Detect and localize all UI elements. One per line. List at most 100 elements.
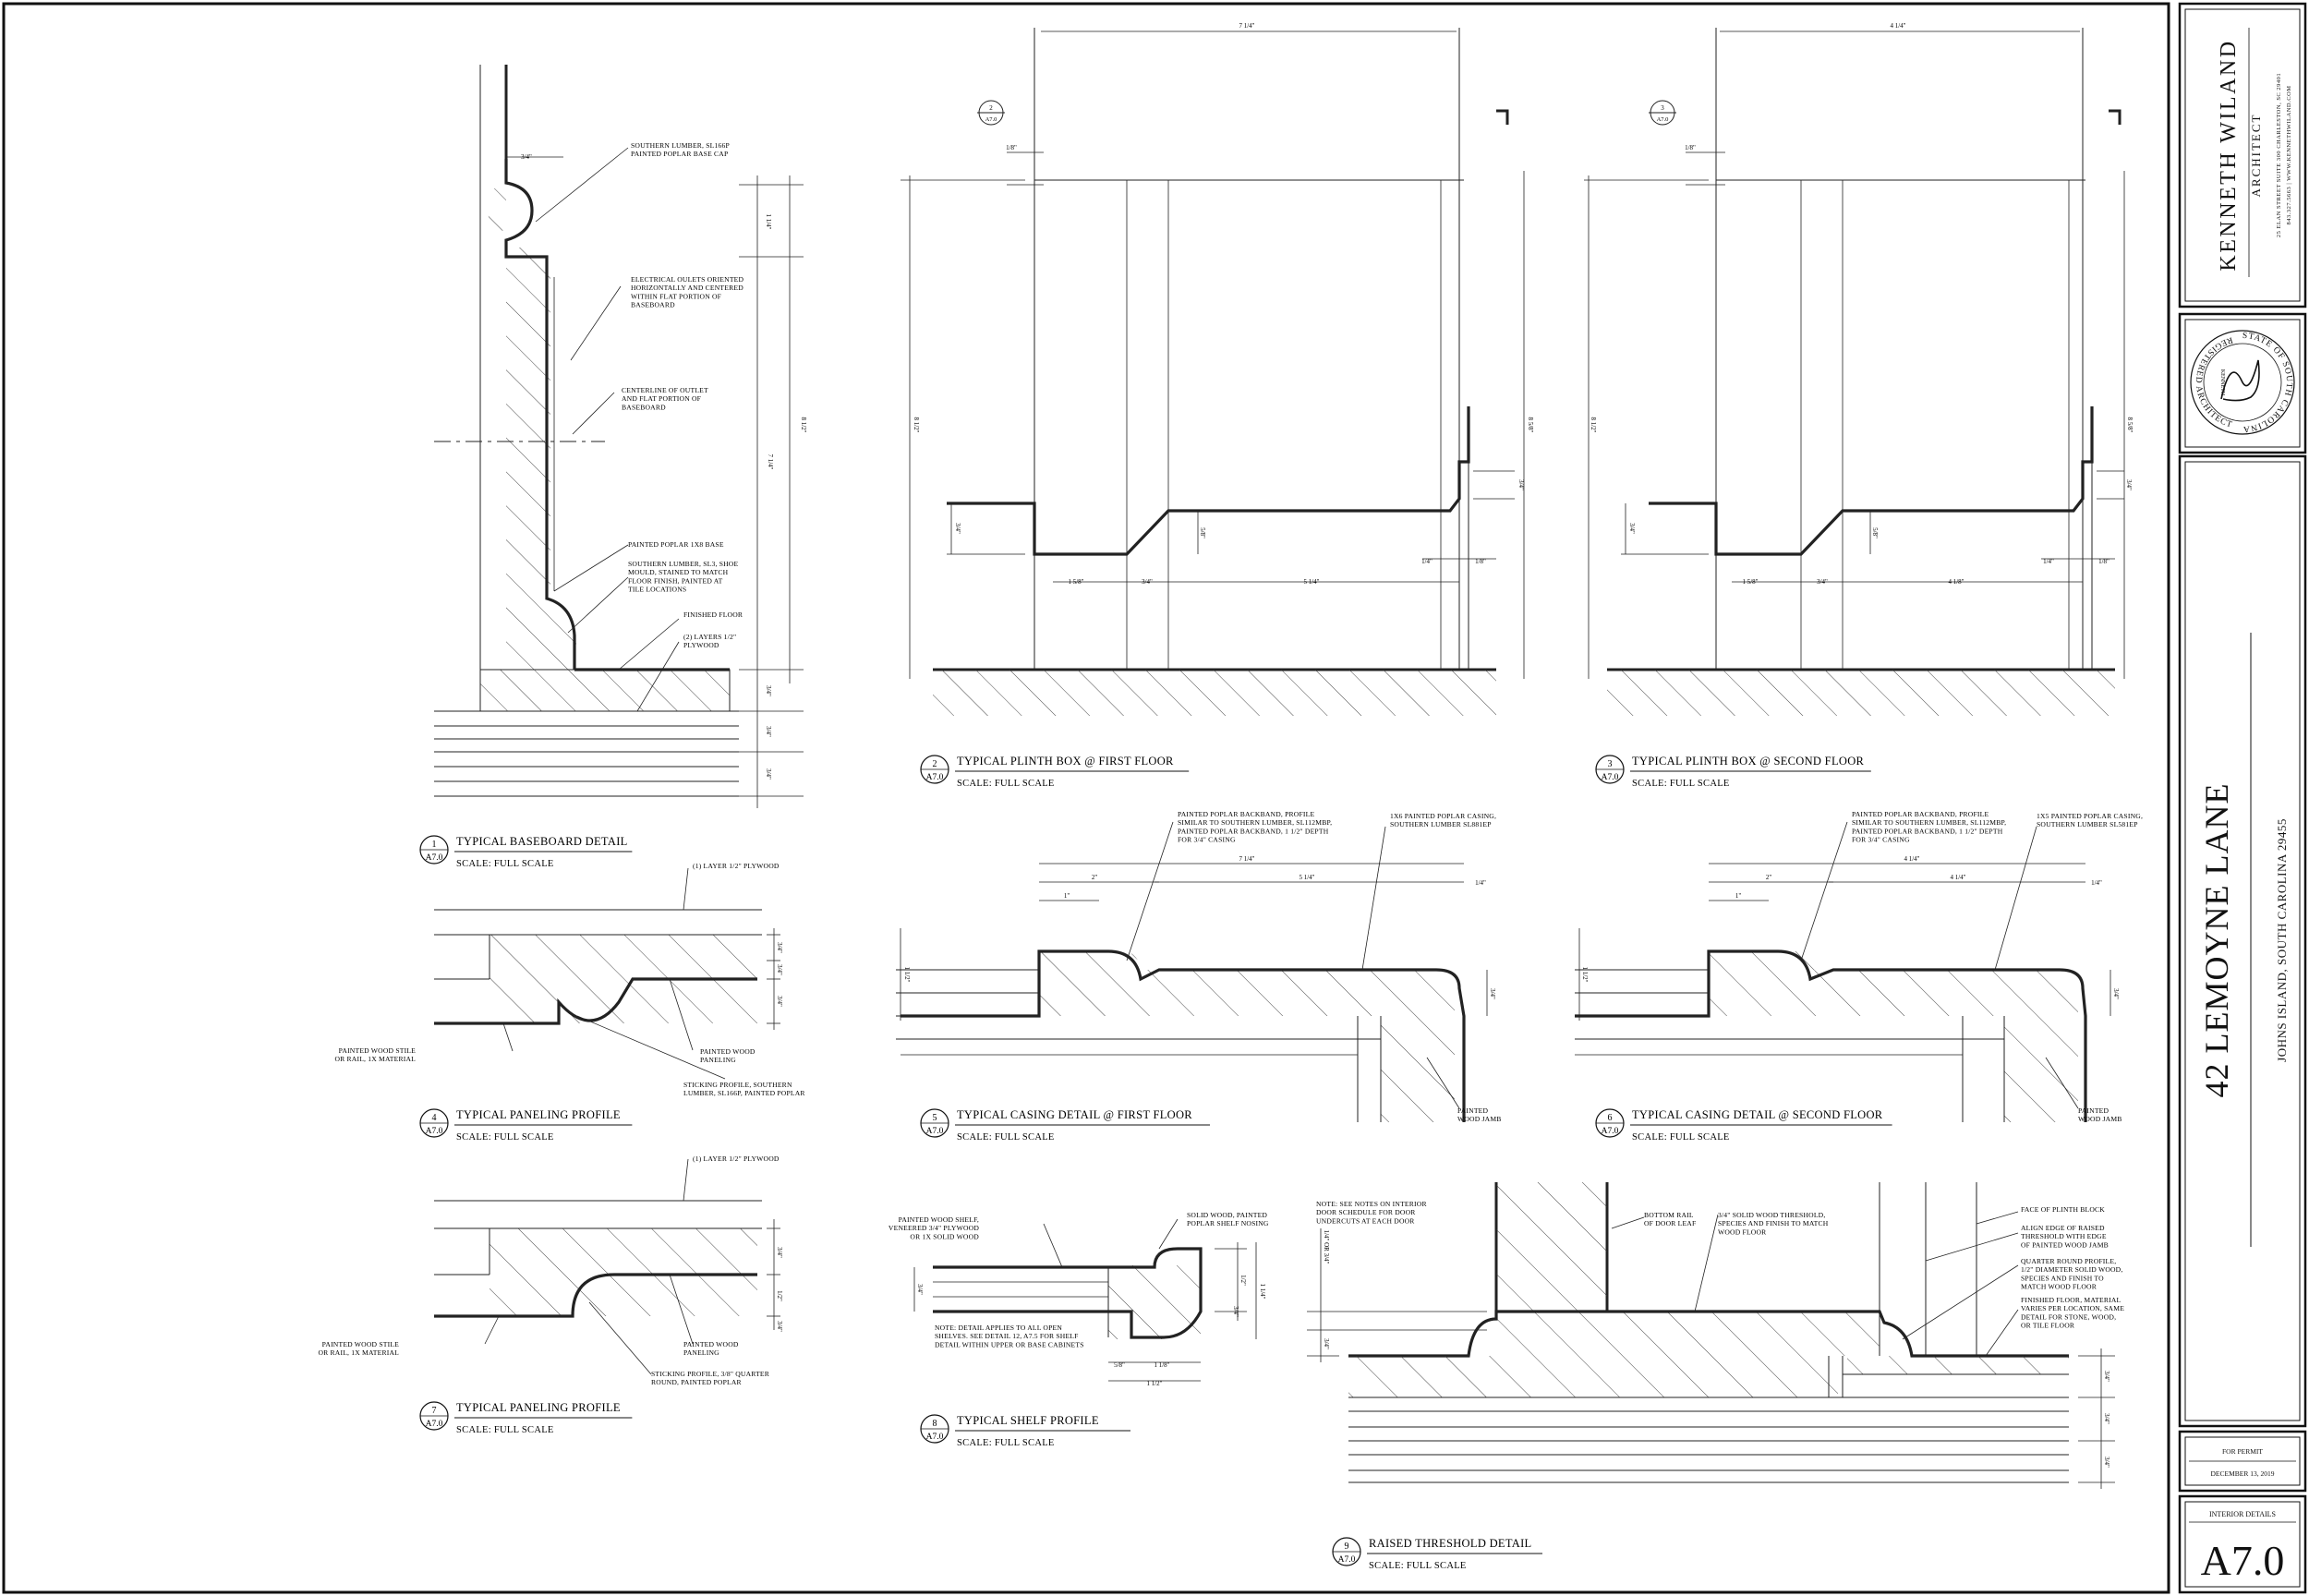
seal-name: KENNETH: [2219, 369, 2225, 396]
dim-d5-3: 5 1/4": [1299, 874, 1314, 881]
dim-d6-6: 3/4": [2112, 988, 2120, 999]
sheet-number: A7.0: [2201, 1537, 2285, 1584]
detail-scale: SCALE: FULL SCALE: [456, 1425, 554, 1435]
architect-contact: 843.327.5663 | WWW.KENNETHWILAND.COM: [2286, 85, 2292, 224]
detail-6-drawing: [1575, 821, 2111, 1122]
dim-d9-0: 1/4" OR 3/4": [1323, 1230, 1330, 1264]
section-marker-sheet: A7.0: [1657, 116, 1669, 123]
section-marker-num: 3: [1661, 104, 1664, 112]
dim-d8-5: 1 1/8": [1154, 1361, 1169, 1369]
dim-d8-2: 3/4": [1232, 1306, 1239, 1317]
dim-d7-0: 3/4": [776, 1247, 783, 1258]
dim-d4-1: 3/4": [776, 964, 783, 975]
dim-d6-4: 1/4": [2091, 879, 2102, 887]
architect-address: 25 ELAN STREET SUITE 300 CHARLESTON, SC …: [2276, 73, 2282, 237]
detail-4-drawing: [434, 867, 780, 1080]
dim-d3-7: 1/8": [2098, 558, 2110, 565]
dim-d6-3: 4 1/4": [1950, 874, 1965, 881]
dim-d8-6: 1 1/2": [1146, 1380, 1162, 1387]
detail-scale: SCALE: FULL SCALE: [1632, 779, 1730, 789]
detail-title-text: TYPICAL PANELING PROFILE: [456, 1108, 621, 1121]
dim-d1-5: 3/4": [765, 726, 772, 737]
dim-d8-1: 1/2": [1239, 1275, 1247, 1286]
dim-d2-1: 1/8": [1006, 144, 1017, 151]
note-d5-1: 1X6 PAINTED POPLAR CASING,SOUTHERN LUMBE…: [1390, 812, 1496, 828]
dim-d5-6: 3/4": [1489, 988, 1496, 999]
dim-d2-7: 1/8": [1475, 558, 1486, 565]
detail-5-drawing: [896, 821, 1488, 1122]
detail-scale: SCALE: FULL SCALE: [957, 1132, 1055, 1143]
dim-d1-1: 1 1/4": [765, 213, 772, 229]
dim-d3-9: 3/4": [1817, 578, 1828, 586]
detail-number: 4: [432, 1113, 437, 1123]
note-d7-0: (1) LAYER 1/2" PLYWOOD: [693, 1155, 780, 1163]
detail-number: 8: [933, 1419, 937, 1429]
detail-3-drawing: [1584, 28, 2125, 716]
dim-d3-8: 1 5/8": [1742, 578, 1758, 586]
detail-title-text: TYPICAL BASEBOARD DETAIL: [456, 835, 628, 848]
detail-title-text: TYPICAL CASING DETAIL @ FIRST FLOOR: [957, 1108, 1192, 1121]
dim-d3-0: 4 1/4": [1890, 22, 1905, 30]
dim-d2-2: 8 1/2": [913, 417, 920, 432]
note-d4-0: (1) LAYER 1/2" PLYWOOD: [693, 862, 780, 870]
detail-sheet-ref: A7.0: [426, 853, 443, 863]
architect-title: ARCHITECT: [2249, 114, 2263, 198]
dim-d5-2: 2": [1092, 874, 1098, 881]
dim-d2-9: 3/4": [1142, 578, 1153, 586]
detail-number: 3: [1608, 759, 1613, 769]
detail-sheet-ref: A7.0: [426, 1127, 443, 1136]
dim-d3-5: 5/8": [1871, 527, 1879, 538]
detail-sheet-ref: A7.0: [926, 1127, 944, 1136]
detail-scale: SCALE: FULL SCALE: [1369, 1561, 1467, 1571]
dim-d6-2: 2": [1766, 874, 1772, 881]
dim-d6-1: 1": [1735, 892, 1742, 900]
dim-d5-4: 1/4": [1475, 879, 1486, 887]
dim-d3-11: 3/4": [2125, 479, 2133, 490]
detail-scale: SCALE: FULL SCALE: [1632, 1132, 1730, 1143]
note-d1-3: PAINTED POPLAR 1X8 BASE: [628, 540, 724, 549]
dim-d7-1: 1/2": [776, 1290, 783, 1301]
dim-d1-4: 3/4": [765, 685, 772, 696]
detail-8-drawing: [913, 1218, 1257, 1382]
status-text: FOR PERMIT: [2222, 1447, 2263, 1456]
dim-d2-10: 5 1/4": [1303, 578, 1319, 586]
detail-number: 9: [1345, 1542, 1349, 1552]
date-text: DECEMBER 13, 2019: [2211, 1469, 2275, 1478]
detail-number: 2: [933, 759, 937, 769]
note-d8-0: PAINTED WOOD SHELF,VENEERED 3/4" PLYWOOD…: [889, 1215, 979, 1240]
dim-d1-2: 8 1/2": [800, 417, 807, 432]
detail-title-text: TYPICAL CASING DETAIL @ SECOND FLOOR: [1632, 1108, 1883, 1121]
dim-d7-2: 3/4": [776, 1321, 783, 1332]
dimension-labels: 3/4"1 1/4"8 1/2"7 1/4"3/4"3/4"3/4"7 1/4"…: [521, 22, 2134, 1468]
dim-d2-5: 5/8": [1199, 527, 1206, 538]
detail-sheet-ref: A7.0: [1338, 1555, 1356, 1565]
dim-d5-5: 1 1/2": [903, 966, 911, 982]
section-marker-num: 2: [989, 104, 993, 112]
note-d9-2: 3/4" SOLID WOOD THRESHOLD,SPECIES AND FI…: [1718, 1211, 1829, 1236]
dim-d9-3: 3/4": [2103, 1413, 2110, 1424]
dim-d8-3: 1 1/4": [1259, 1283, 1266, 1299]
dim-d2-3: 8 5/8": [1527, 417, 1534, 432]
dim-d2-8: 1 5/8": [1068, 578, 1083, 586]
